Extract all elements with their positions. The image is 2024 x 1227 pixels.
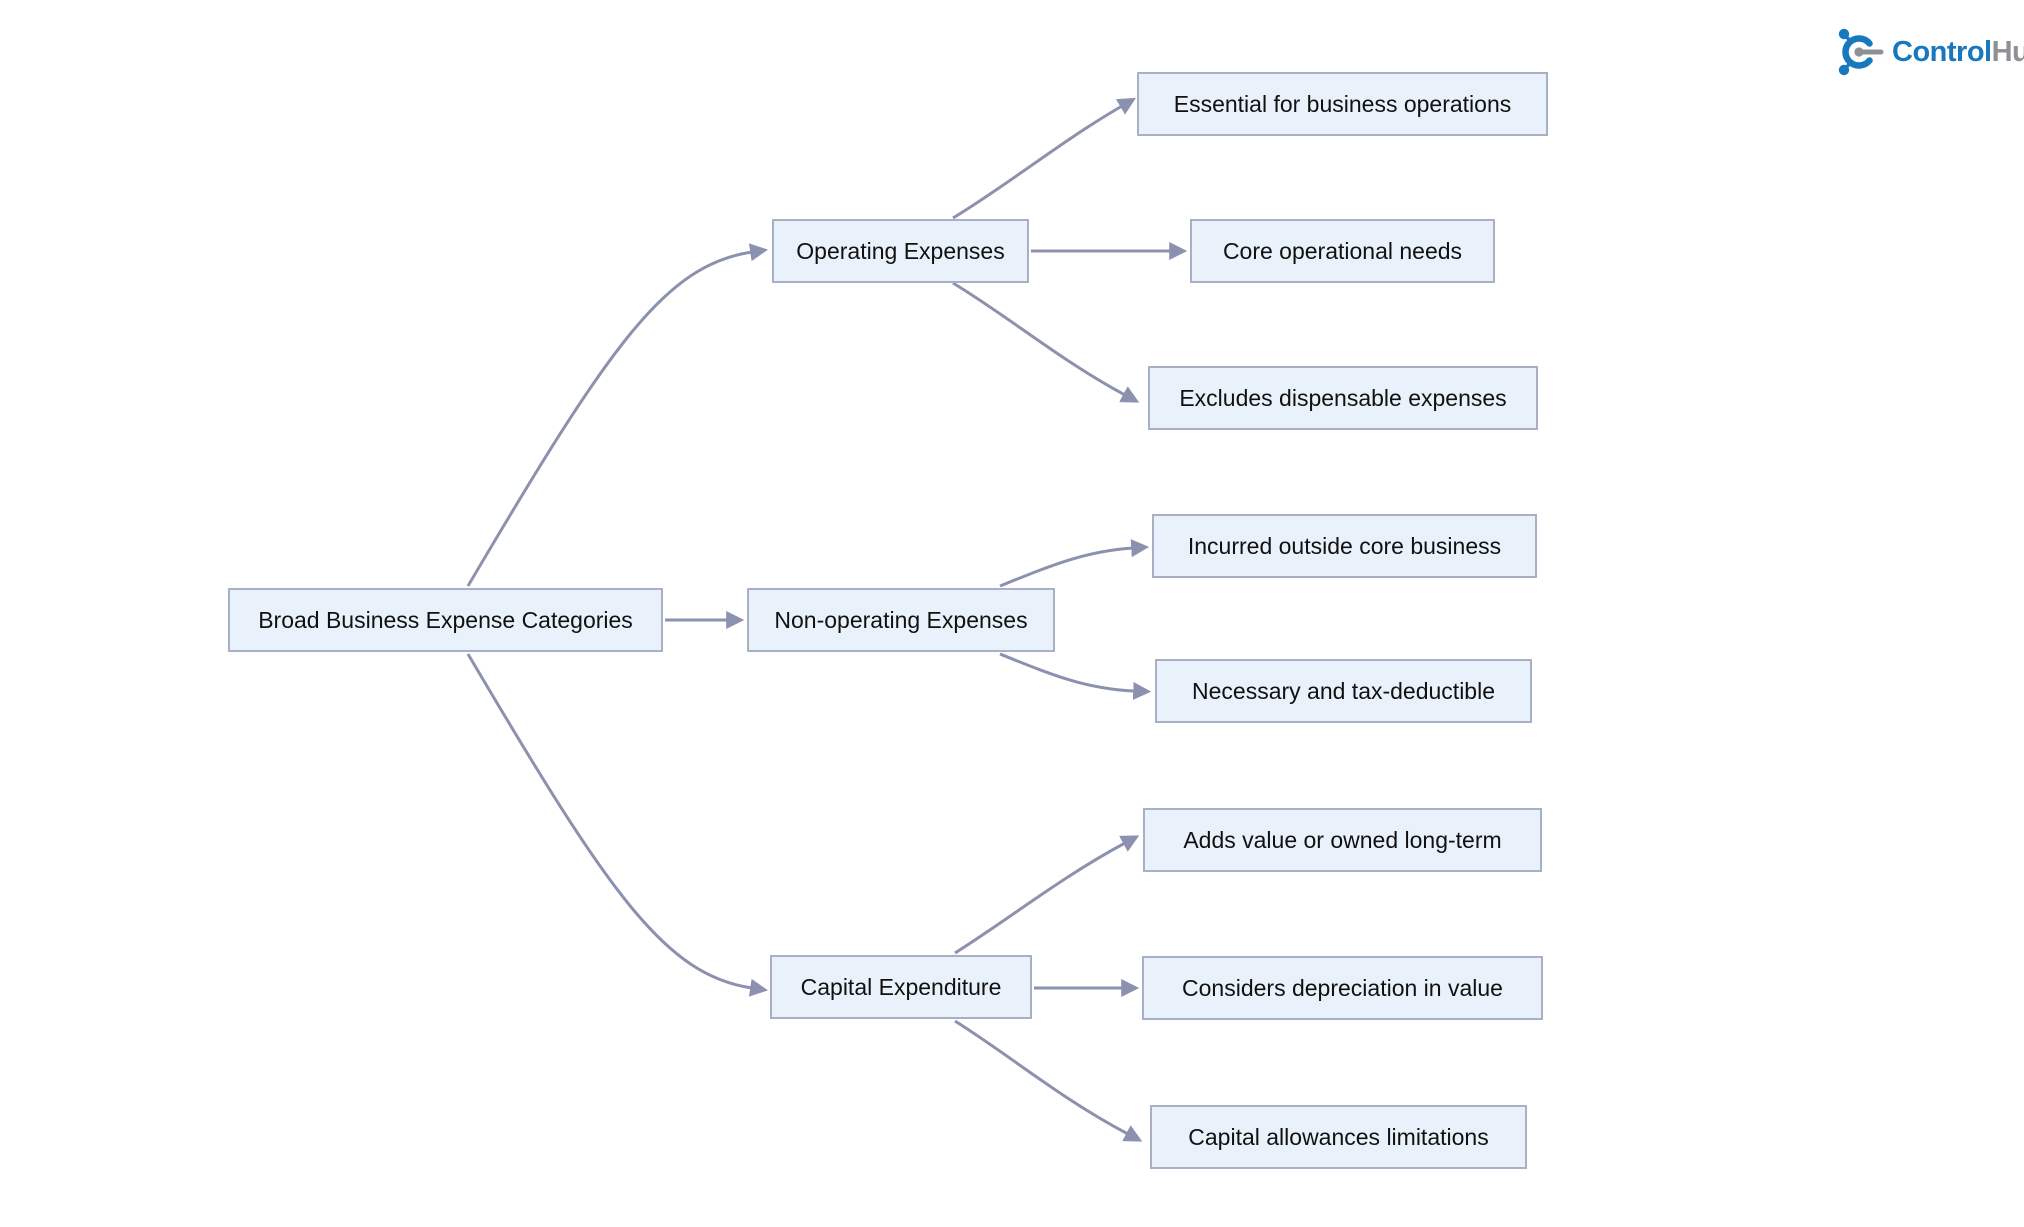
node-considers-depreciation-in-value: Considers depreciation in value (1142, 956, 1543, 1020)
edge-operating-to-essential (952, 97, 1137, 220)
node-root: Broad Business Expense Categories (228, 588, 663, 652)
brand-text-control: Control (1892, 35, 1992, 68)
edge-capital-to-allowances (954, 1019, 1143, 1142)
controlhub-logo: ControlHub (1834, 28, 2024, 76)
node-adds-value-or-owned-long-term: Adds value or owned long-term (1143, 808, 1542, 872)
node-non-operating-expenses: Non-operating Expenses (747, 588, 1055, 652)
edge-capital-to-adds (954, 835, 1140, 955)
brand-text-hub: Hub (1991, 35, 2024, 68)
node-essential-for-business-operations: Essential for business operations (1137, 72, 1548, 136)
edge-root-to-capital (466, 653, 769, 997)
node-capital-expenditure: Capital Expenditure (770, 955, 1032, 1019)
node-capital-allowances-limitations: Capital allowances limitations (1150, 1105, 1527, 1169)
node-operating-expenses: Operating Expenses (772, 219, 1029, 283)
node-core-operational-needs: Core operational needs (1190, 219, 1495, 283)
edge-nonoperating-to-incurred (999, 539, 1150, 588)
node-necessary-and-tax-deductible: Necessary and tax-deductible (1155, 659, 1532, 723)
controlhub-wordmark: ControlHub (1892, 36, 2024, 69)
node-incurred-outside-core-business: Incurred outside core business (1152, 514, 1537, 578)
edge-root-to-operating (466, 243, 769, 587)
edge-nonoperating-to-necessary (999, 652, 1152, 700)
controlhub-logo-icon (1838, 28, 1884, 76)
edge-operating-to-excludes (952, 281, 1140, 403)
node-excludes-dispensable-expenses: Excludes dispensable expenses (1148, 366, 1538, 430)
